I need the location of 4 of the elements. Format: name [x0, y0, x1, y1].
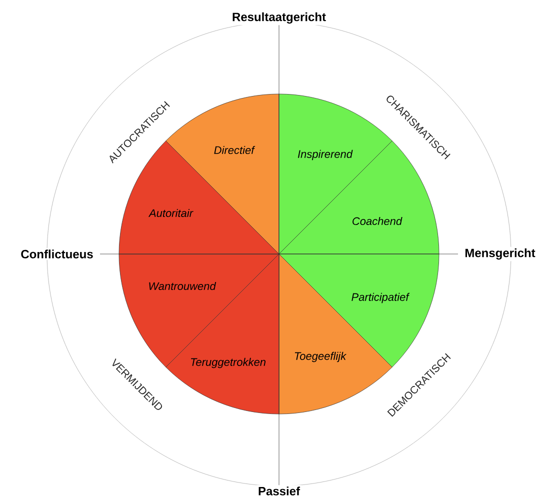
axis-label: Passief — [256, 485, 302, 497]
axis-label: Mensgericht — [463, 246, 537, 262]
axis-label: Resultaatgericht — [230, 10, 328, 26]
axis-label: Conflictueus — [19, 248, 95, 260]
